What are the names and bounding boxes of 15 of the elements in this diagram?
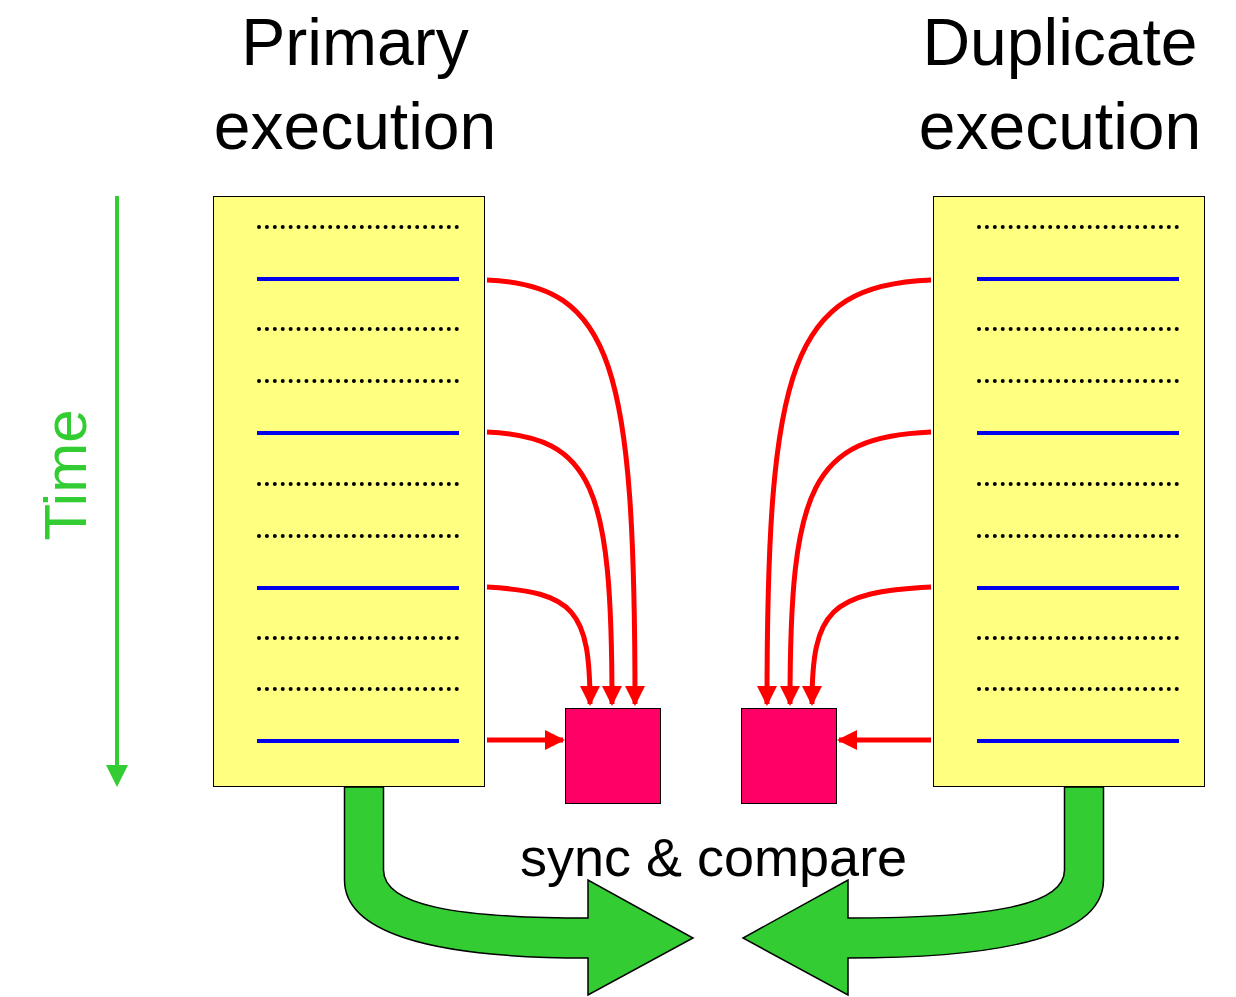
arrow xyxy=(486,584,600,706)
arrow xyxy=(837,730,931,750)
arrow xyxy=(486,429,622,706)
arrow xyxy=(802,584,932,706)
column-heading: Duplicate execution xyxy=(917,4,1203,165)
column-heading: Primary execution xyxy=(212,4,498,165)
arrow xyxy=(757,277,932,706)
compare-box xyxy=(565,708,661,804)
compare-box xyxy=(741,708,837,804)
thick-arrow xyxy=(343,786,694,996)
axis-label: Time xyxy=(35,409,96,541)
arrow xyxy=(486,277,645,706)
thick-arrow xyxy=(742,786,1105,996)
arrow xyxy=(487,730,565,750)
arrow xyxy=(780,429,932,706)
